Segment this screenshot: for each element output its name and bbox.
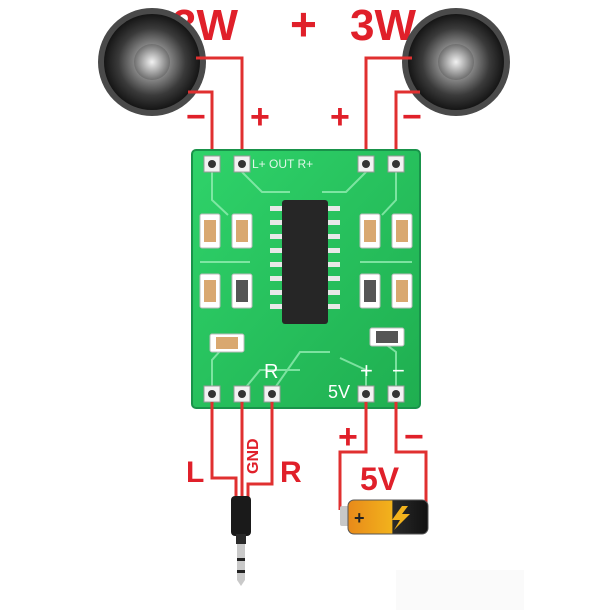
- amplifier-chip-icon: [270, 200, 340, 324]
- input-gnd-label: GND: [245, 438, 262, 474]
- right-power-label: 3W: [350, 1, 416, 50]
- right-speaker-plus-label: +: [330, 98, 350, 136]
- plus-sign: +: [290, 0, 317, 50]
- input-wires: [210, 402, 274, 498]
- left-speaker-icon: [98, 8, 206, 116]
- supply-wires: [338, 402, 428, 510]
- silk-5v-label: 5V: [328, 382, 350, 402]
- audio-jack-icon: [231, 496, 251, 586]
- left-speaker-minus-label: −: [186, 98, 206, 136]
- supply-minus-label: −: [404, 418, 424, 456]
- left-speaker-plus-label: +: [250, 98, 270, 136]
- amplifier-board: L+ OUT R+ R 5V + −: [191, 149, 421, 409]
- input-right-label: R: [280, 456, 302, 489]
- silk-minus-label: −: [392, 358, 405, 383]
- speaker-wires: [188, 56, 420, 162]
- supply-plus-label: +: [338, 418, 358, 456]
- silk-r-label: R: [264, 361, 278, 383]
- input-left-label: L: [186, 456, 204, 489]
- smd-components: [199, 213, 413, 353]
- svg-text:+: +: [354, 508, 365, 528]
- supply-voltage-label: 5V: [360, 461, 400, 497]
- right-speaker-minus-label: −: [402, 98, 422, 136]
- background-patch: [396, 570, 524, 610]
- silk-plus-label: +: [360, 358, 373, 383]
- battery-icon: +: [340, 499, 429, 535]
- silk-out-label: L+ OUT R+: [252, 157, 313, 171]
- right-speaker-icon: [402, 8, 510, 116]
